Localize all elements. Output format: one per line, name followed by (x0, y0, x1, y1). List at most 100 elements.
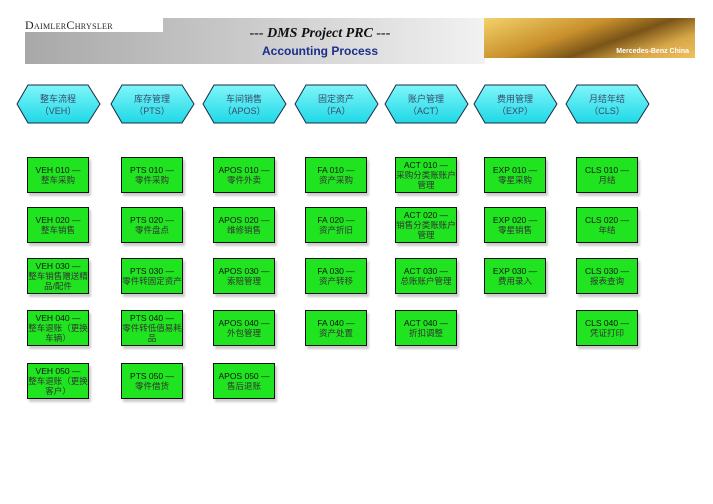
process-step[interactable]: FA 030 —资产转移 (305, 258, 367, 294)
header-photo: Mercedes-Benz China (484, 18, 695, 58)
process-category-6[interactable]: 月结年结（CLS） (565, 84, 650, 124)
process-step[interactable]: ACT 010 —采购分类账账户管理 (395, 157, 457, 193)
process-step[interactable]: APOS 040 —外包管理 (213, 310, 275, 346)
step-id: ACT 020 — (403, 210, 449, 220)
category-code: （EXP） (496, 106, 533, 116)
category-label: 月结年结（CLS） (565, 93, 649, 117)
step-text: 采购分类账账户管理 (396, 170, 456, 190)
step-id: PTS 030 — (130, 266, 174, 276)
hexagon-shape (473, 84, 558, 124)
hexagon-shape (294, 84, 379, 124)
category-name: 固定资产 (317, 94, 354, 104)
step-text: 整车退账（更换车辆） (28, 323, 88, 343)
step-text: 报表查询 (589, 276, 624, 286)
process-step[interactable]: EXP 020 —零星销售 (484, 207, 546, 243)
hexagon-shape (202, 84, 287, 124)
step-text: 年结 (598, 225, 616, 235)
step-text: 零件借货 (134, 381, 169, 391)
step-id: FA 020 — (317, 215, 355, 225)
step-id: CLS 040 — (585, 318, 629, 328)
step-id: APOS 030 — (218, 266, 270, 276)
step-id: APOS 040 — (218, 318, 270, 328)
process-step[interactable]: VEH 040 —整车退账（更换车辆） (27, 310, 89, 346)
category-name: 车间销售 (225, 94, 262, 104)
daimlerchrysler-logo: DaimlerChrysler (25, 18, 163, 32)
process-category-5[interactable]: 费用管理（EXP） (473, 84, 558, 124)
step-text: 整车采购 (40, 175, 75, 185)
step-text: 售后退账 (226, 381, 261, 391)
step-text: 索赔管理 (226, 276, 261, 286)
process-step[interactable]: PTS 020 —零件盘点 (121, 207, 183, 243)
process-step[interactable]: PTS 040 —零件转低值易耗品 (121, 310, 183, 346)
step-text: 总账账户管理 (400, 276, 452, 286)
category-label: 整车流程（VEH） (16, 93, 100, 117)
page-subtitle: Accounting Process (261, 44, 379, 58)
step-text: 零件外卖 (226, 175, 261, 185)
process-category-2[interactable]: 车间销售 （APOS） (202, 84, 287, 124)
process-step[interactable]: FA 020 —资产折旧 (305, 207, 367, 243)
process-step[interactable]: ACT 040 —折扣调整 (395, 310, 457, 346)
category-name: 月结年结 (588, 94, 625, 104)
process-step[interactable]: FA 040 —资产处置 (305, 310, 367, 346)
step-id: FA 010 — (317, 165, 355, 175)
process-step[interactable]: PTS 010 —零件采购 (121, 157, 183, 193)
process-step[interactable]: VEH 050 —整车退账（更换客户） (27, 363, 89, 399)
step-text: 资产处置 (318, 328, 353, 338)
category-label: 固定资产（FA） (294, 93, 378, 117)
step-text: 资产转移 (318, 276, 353, 286)
step-text: 费用录入 (497, 276, 532, 286)
process-step[interactable]: PTS 050 —零件借货 (121, 363, 183, 399)
step-text: 维修销售 (226, 225, 261, 235)
process-step[interactable]: CLS 010 —月结 (576, 157, 638, 193)
process-step[interactable]: EXP 030 —费用录入 (484, 258, 546, 294)
step-id: APOS 010 — (218, 165, 270, 175)
step-id: PTS 040 — (130, 313, 174, 323)
step-id: VEH 040 — (35, 313, 81, 323)
category-label: 费用管理（EXP） (473, 93, 557, 117)
process-step[interactable]: APOS 010 —零件外卖 (213, 157, 275, 193)
step-text: 整车销售 (40, 225, 75, 235)
hexagon-shape (384, 84, 469, 124)
step-id: VEH 010 — (35, 165, 81, 175)
process-category-1[interactable]: 库存管理（PTS） (110, 84, 195, 124)
step-text: 销售分类账账户管理 (396, 220, 456, 240)
process-category-3[interactable]: 固定资产（FA） (294, 84, 379, 124)
step-id: VEH 030 — (35, 261, 81, 271)
step-text: 整车销售赠送精品/配件 (28, 271, 88, 291)
step-id: VEH 020 — (35, 215, 81, 225)
step-id: EXP 020 — (492, 215, 538, 225)
step-text: 折扣调整 (408, 328, 443, 338)
process-step[interactable]: VEH 020 —整车销售 (27, 207, 89, 243)
process-step[interactable]: CLS 040 —凭证打印 (576, 310, 638, 346)
step-id: PTS 010 — (130, 165, 174, 175)
category-label: 库存管理（PTS） (110, 93, 194, 117)
step-id: ACT 030 — (403, 266, 449, 276)
category-code: （APOS） (222, 106, 266, 116)
process-step[interactable]: APOS 020 —维修销售 (213, 207, 275, 243)
process-step[interactable]: CLS 030 —报表查询 (576, 258, 638, 294)
category-name: 账户管理 (407, 94, 444, 104)
category-code: （ACT） (407, 106, 444, 116)
step-id: VEH 050 — (35, 366, 81, 376)
process-step[interactable]: VEH 030 —整车销售赠送精品/配件 (27, 258, 89, 294)
hexagon-shape (565, 84, 650, 124)
step-text: 月结 (598, 175, 616, 185)
category-code: （PTS） (134, 106, 170, 116)
page-title: --- DMS Project PRC --- (249, 26, 391, 41)
category-label: 账户管理 （ACT） (384, 93, 468, 117)
process-step[interactable]: FA 010 —资产采购 (305, 157, 367, 193)
process-step[interactable]: PTS 030 —零件转固定资产 (121, 258, 183, 294)
process-category-0[interactable]: 整车流程（VEH） (16, 84, 101, 124)
step-id: PTS 050 — (130, 371, 174, 381)
step-text: 外包管理 (226, 328, 261, 338)
process-category-4[interactable]: 账户管理 （ACT） (384, 84, 469, 124)
process-step[interactable]: EXP 010 —零星采购 (484, 157, 546, 193)
process-step[interactable]: ACT 020 —销售分类账账户管理 (395, 207, 457, 243)
process-step[interactable]: CLS 020 —年结 (576, 207, 638, 243)
process-step[interactable]: APOS 050 —售后退账 (213, 363, 275, 399)
photo-caption: Mercedes-Benz China (616, 48, 689, 55)
process-step[interactable]: ACT 030 —总账账户管理 (395, 258, 457, 294)
hexagon-shape (16, 84, 101, 124)
process-step[interactable]: VEH 010 —整车采购 (27, 157, 89, 193)
process-step[interactable]: APOS 030 —索赔管理 (213, 258, 275, 294)
